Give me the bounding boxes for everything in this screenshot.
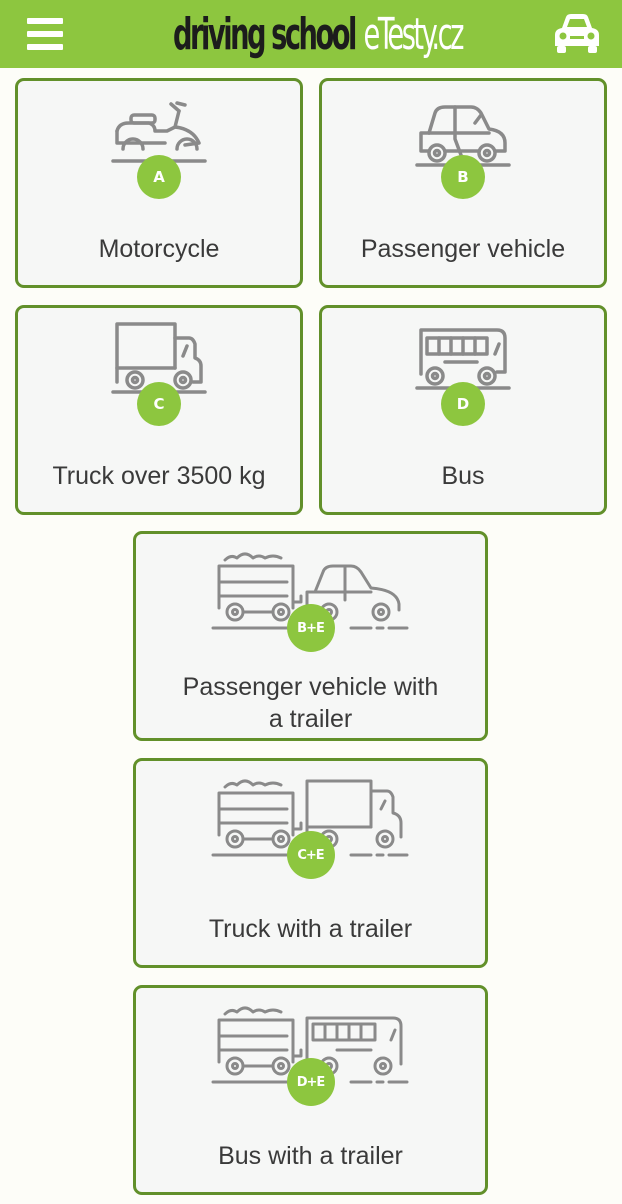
category-label: Bus with a trailer — [218, 1142, 403, 1170]
logo-text-dark: driving school — [173, 8, 357, 60]
app-logo[interactable]: driving school eTesty.cz — [173, 6, 465, 62]
hamburger-line — [27, 31, 63, 37]
hamburger-menu-button[interactable] — [24, 16, 66, 52]
bus-with-trailer-icon — [211, 1006, 408, 1084]
category-card-c[interactable]: C Truck over 3500 kg — [15, 305, 303, 515]
category-card-be[interactable]: B+E Passenger vehicle with a trailer — [133, 531, 488, 741]
truck-with-trailer-icon — [211, 779, 408, 857]
category-label-line1: Passenger vehicle with — [182, 673, 439, 701]
car-icon — [415, 105, 511, 167]
category-card-d[interactable]: D Bus — [319, 305, 607, 515]
bus-icon — [415, 328, 511, 390]
car-with-trailer-icon — [211, 552, 408, 630]
category-label-line2: a trailer — [268, 705, 353, 733]
truck-icon — [111, 322, 207, 394]
category-card-de[interactable]: D+E Bus with a trailer — [133, 985, 488, 1195]
category-badge: B+E — [286, 604, 335, 652]
category-badge: A — [137, 155, 181, 199]
category-card-b[interactable]: B Passenger vehicle — [319, 78, 607, 288]
category-label: Motorcycle — [98, 235, 220, 263]
category-card-ce[interactable]: C+E Truck with a trailer — [133, 758, 488, 968]
logo-text-light: eTesty.cz — [363, 8, 465, 60]
category-label: Truck with a trailer — [208, 915, 413, 943]
category-label: Passenger vehicle — [360, 235, 566, 263]
hamburger-menu-icon — [27, 18, 63, 24]
vehicle-select-button[interactable] — [552, 12, 602, 54]
hamburger-line — [27, 44, 63, 50]
category-badge: C — [137, 382, 181, 426]
app-header: driving school eTesty.cz — [0, 0, 622, 68]
category-card-a[interactable]: A Motorcycle — [15, 78, 303, 288]
category-badge: D — [441, 382, 485, 426]
category-badge: C+E — [286, 831, 335, 879]
category-label: Bus — [441, 462, 485, 490]
category-badge: B — [441, 155, 485, 199]
car-icon — [555, 14, 599, 53]
category-badge: D+E — [286, 1058, 335, 1106]
category-label: Truck over 3500 kg — [52, 462, 266, 490]
